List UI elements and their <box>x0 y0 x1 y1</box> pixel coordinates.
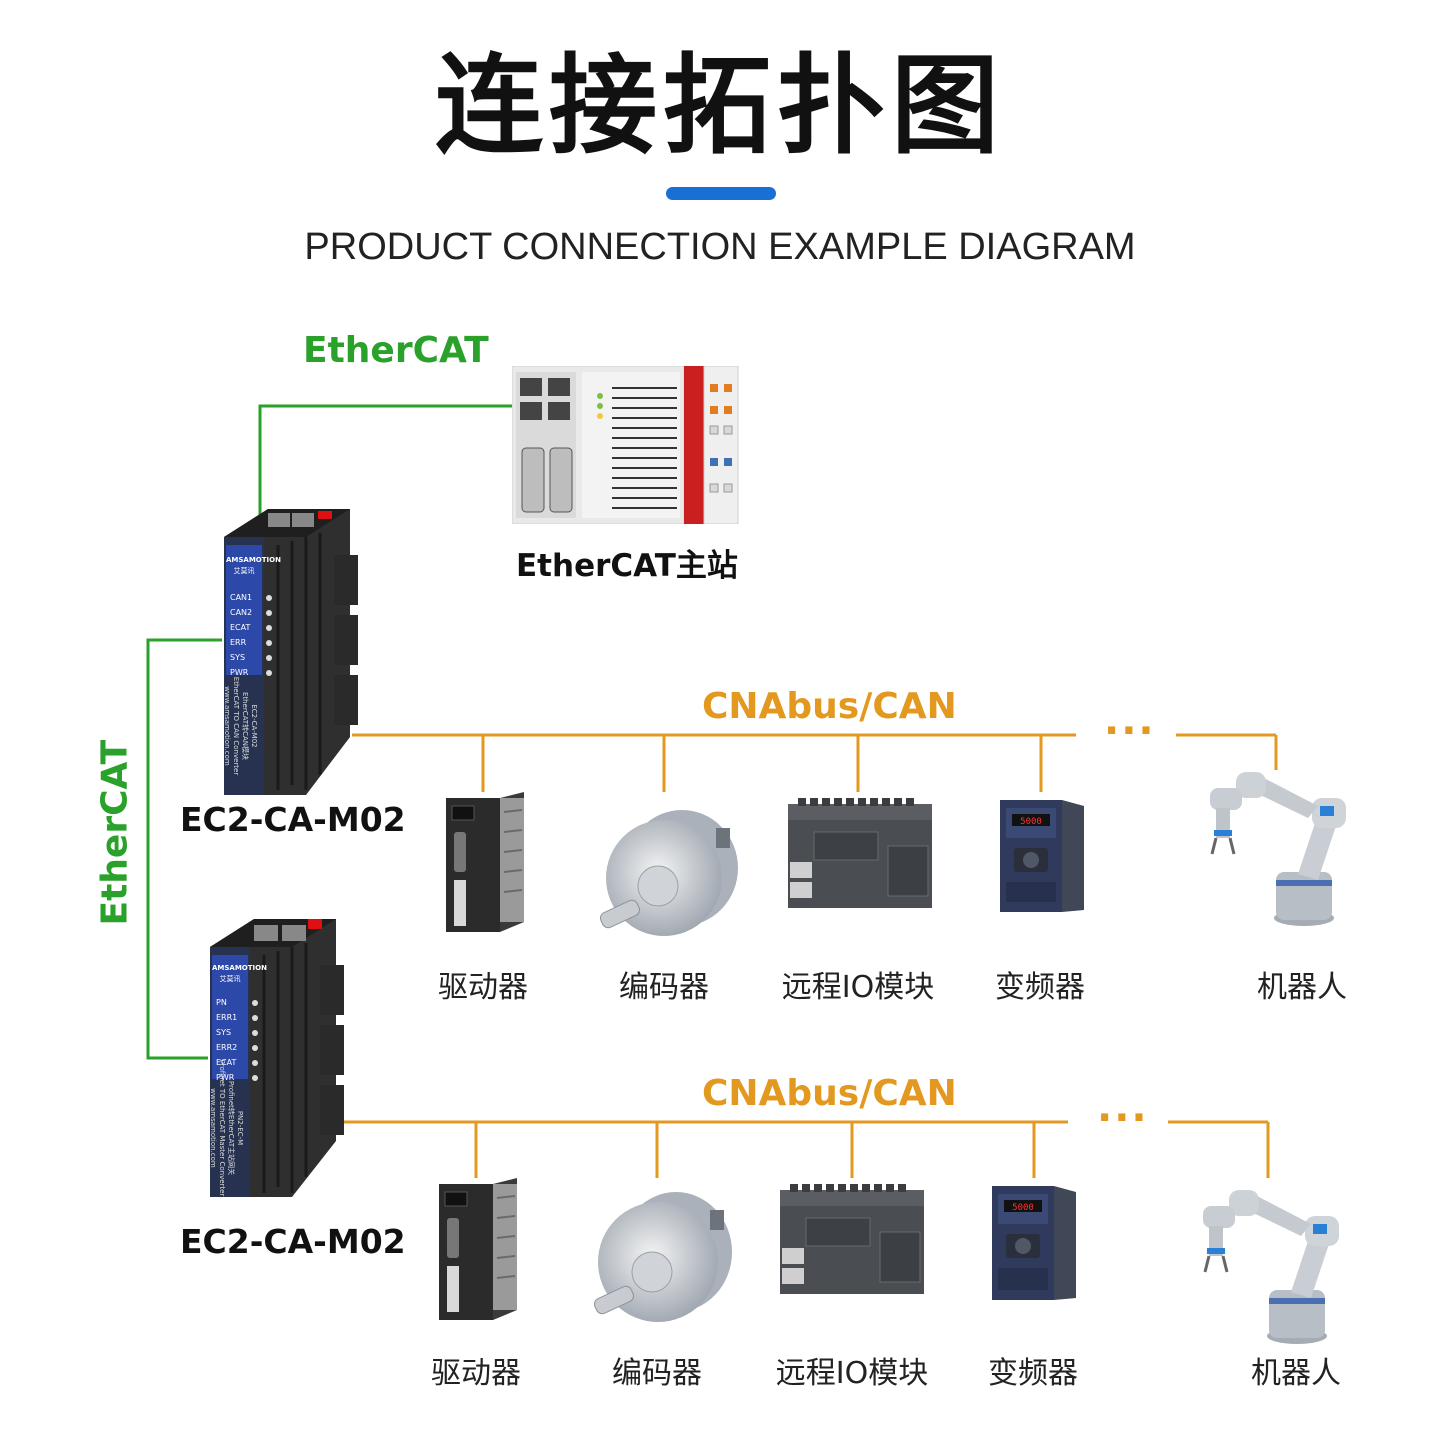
gateway-top-side-text: EC2-CA-M02 EtherCAT转CAN模块 EtherCAT TO CA… <box>222 656 258 796</box>
remote-io-icon <box>788 798 932 908</box>
side-text-line: EtherCAT TO CAN Converter <box>232 676 240 776</box>
led-label: ERR <box>230 638 247 647</box>
led-label: SYS <box>230 653 246 662</box>
led-indicator <box>252 1030 258 1036</box>
page-title: 连接拓扑图 <box>434 44 1005 169</box>
gateway-bottom-leds <box>252 1000 258 1090</box>
device-label: 机器人 <box>1251 1356 1341 1391</box>
led-indicator <box>266 610 272 616</box>
inverter-icon: 5000 <box>992 1186 1076 1300</box>
device-label: 驱动器 <box>431 1356 521 1391</box>
svg-text:5000: 5000 <box>1020 817 1042 827</box>
device-label: 变频器 <box>995 970 1085 1005</box>
gateway-bottom-side-text: PN2-EC-M Profinet转EtherCAT主站网关 Profinet … <box>208 1058 244 1198</box>
ethercat-vertical-label: EtherCAT <box>94 739 136 926</box>
inverter-icon: 5000 <box>1000 800 1084 912</box>
led-indicator <box>252 1045 258 1051</box>
led-label: CAN2 <box>230 608 253 617</box>
gateway-top-led-labels: CAN1 CAN2 ECAT ERR SYS PWR <box>230 590 264 680</box>
side-text-line: www.amsamotion.com <box>209 1088 217 1168</box>
gateway-top-model: EC2-CA-M02 <box>180 800 406 839</box>
side-text-line: EtherCAT转CAN模块 <box>241 691 249 761</box>
led-indicator <box>252 1000 258 1006</box>
side-text-line: www.amsamotion.com <box>223 686 231 766</box>
can-bus-top-ellipsis: ··· <box>1104 708 1156 754</box>
servo-drive-icon <box>446 792 524 932</box>
plc-master-icon <box>512 366 739 524</box>
master-label: EtherCAT主站 <box>516 548 738 584</box>
can-bus-top-label: CNAbus/CAN <box>702 686 957 727</box>
ethercat-link-master <box>258 404 515 520</box>
device-label: 编码器 <box>612 1356 702 1391</box>
remote-io-icon <box>780 1184 924 1294</box>
led-indicator <box>266 655 272 661</box>
led-label: ERR2 <box>216 1043 238 1052</box>
robot-arm-icon <box>1203 1190 1339 1344</box>
robot-arm-icon <box>1210 772 1346 926</box>
side-text-line: PN2-EC-M <box>236 1110 244 1146</box>
led-indicator <box>252 1060 258 1066</box>
device-label: 编码器 <box>619 970 709 1005</box>
ethercat-link-chain <box>146 638 222 1060</box>
led-label: ERR1 <box>216 1013 238 1022</box>
led-indicator <box>266 595 272 601</box>
gateway-bottom-model: EC2-CA-M02 <box>180 1222 406 1261</box>
side-text-line: Profinet TO EtherCAT Master Converter <box>218 1059 226 1197</box>
gateway-top-leds <box>266 595 272 685</box>
can-bus-bottom-ellipsis: ··· <box>1097 1095 1149 1141</box>
gateway-icon <box>224 509 358 795</box>
servo-drive-icon <box>439 1178 517 1320</box>
led-label: ECAT <box>230 623 251 632</box>
page-subtitle: PRODUCT CONNECTION EXAMPLE DIAGRAM <box>304 226 1136 268</box>
device-label: 机器人 <box>1257 970 1347 1005</box>
svg-text:5000: 5000 <box>1012 1203 1034 1213</box>
device-label: 远程IO模块 <box>775 1356 929 1391</box>
encoder-icon <box>599 810 738 936</box>
gateway-bottom-led-labels: PN ERR1 SYS ERR2 ECAT PWR <box>216 995 250 1085</box>
side-text-line: EC2-CA-M02 <box>250 704 258 748</box>
led-label: ECAT <box>216 1058 237 1067</box>
title-underline <box>666 187 776 200</box>
gateway-bottom-brand-cn: 艾莫讯 <box>219 975 241 983</box>
led-indicator <box>252 1075 258 1081</box>
led-label: PWR <box>230 668 249 677</box>
led-label: SYS <box>216 1028 232 1037</box>
led-indicator <box>266 625 272 631</box>
ethercat-top-label: EtherCAT <box>303 330 489 371</box>
side-text-line: Profinet转EtherCAT主站网关 <box>227 1080 235 1176</box>
led-label: PN <box>216 998 227 1007</box>
led-indicator <box>266 640 272 646</box>
device-label: 驱动器 <box>438 970 528 1005</box>
led-indicator <box>266 670 272 676</box>
device-label: 变频器 <box>988 1356 1078 1391</box>
can-bus-bottom-label: CNAbus/CAN <box>702 1073 957 1114</box>
gateway-icon <box>210 919 344 1197</box>
gateway-bottom-brand: AMSAMOTION <box>212 964 267 972</box>
device-label: 远程IO模块 <box>781 970 935 1005</box>
led-indicator <box>252 1015 258 1021</box>
gateway-top-brand: AMSAMOTION <box>226 556 281 564</box>
encoder-icon <box>593 1192 732 1322</box>
led-label: CAN1 <box>230 593 253 602</box>
led-label: PWR <box>216 1073 235 1082</box>
gateway-top-brand-cn: 艾莫讯 <box>233 567 255 575</box>
